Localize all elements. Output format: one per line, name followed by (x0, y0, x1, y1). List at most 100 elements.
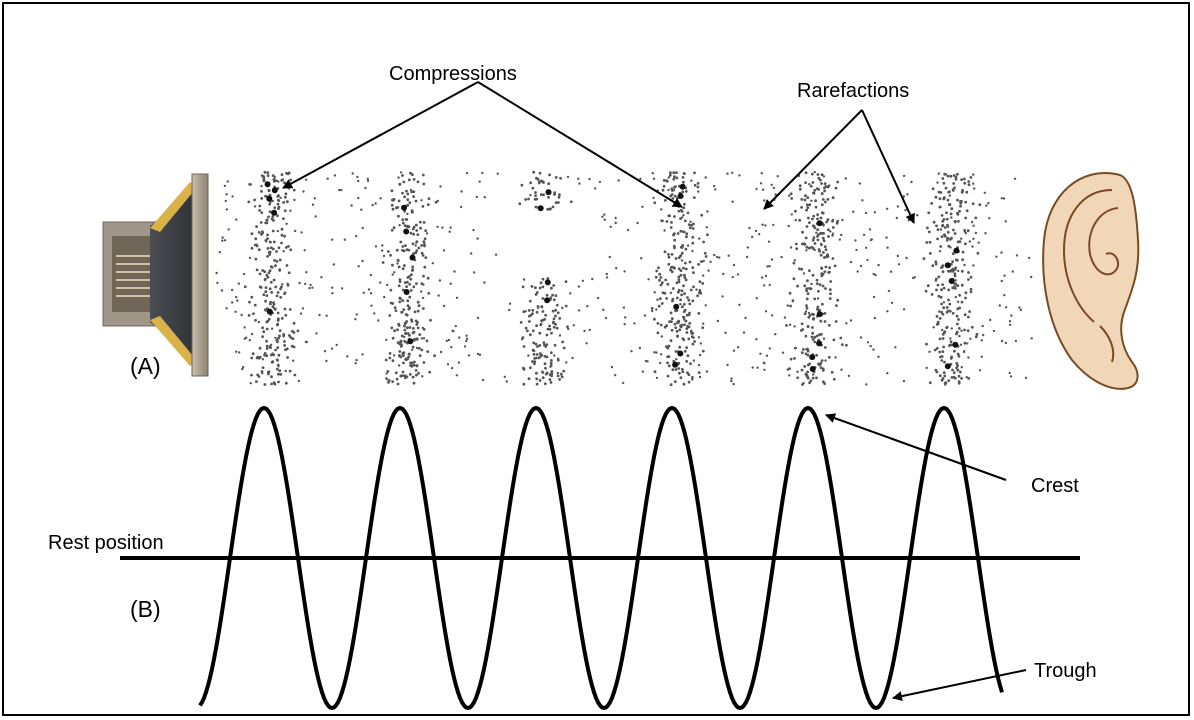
air-particle (940, 355, 944, 358)
air-particle (391, 198, 394, 202)
air-particle (811, 181, 815, 184)
air-particle (959, 200, 962, 203)
air-particle (681, 190, 685, 194)
air-particle (940, 288, 943, 292)
air-particle (966, 329, 970, 333)
air-particle (560, 375, 564, 379)
air-particle (808, 203, 812, 207)
air-particle (467, 354, 471, 357)
air-particle (957, 381, 961, 385)
air-particle (687, 337, 691, 341)
air-particle (839, 336, 843, 340)
air-particle (973, 187, 976, 190)
air-particle (751, 235, 754, 239)
air-particle (549, 351, 553, 355)
air-particle (679, 376, 683, 380)
air-particle (819, 332, 823, 336)
air-particle (247, 314, 251, 317)
air-particle (598, 180, 602, 184)
air-particle (424, 229, 428, 233)
air-particle (969, 275, 973, 279)
air-particle (683, 318, 686, 321)
air-particle (292, 321, 296, 325)
air-particle (816, 311, 823, 318)
air-particle (399, 171, 403, 174)
air-particle (268, 210, 272, 214)
air-particle (406, 280, 409, 284)
air-particle (950, 236, 953, 240)
air-particle (811, 238, 815, 242)
air-particle (939, 295, 943, 299)
air-particle (945, 306, 949, 309)
air-particle (553, 354, 556, 357)
air-particle (854, 239, 857, 242)
air-particle (954, 258, 958, 262)
air-particle (278, 369, 282, 373)
air-particle (665, 179, 668, 183)
air-particle (561, 340, 564, 344)
air-particle (381, 244, 384, 247)
air-particle (404, 244, 407, 248)
air-particle (286, 200, 289, 204)
air-particle (254, 237, 258, 241)
air-particle (823, 182, 827, 186)
air-particle (805, 208, 808, 212)
air-particle (226, 180, 229, 183)
air-particle (408, 352, 411, 356)
air-particle (702, 259, 705, 263)
air-particle (663, 229, 666, 232)
air-particle (964, 291, 968, 295)
air-particle (398, 278, 402, 281)
air-particle (243, 285, 247, 289)
air-particle (420, 290, 423, 293)
air-particle (653, 317, 656, 321)
air-particle (496, 172, 499, 175)
air-particle (956, 240, 960, 244)
air-particle (279, 196, 282, 199)
air-particle (803, 198, 807, 202)
air-particle (953, 247, 960, 254)
air-particle (716, 319, 720, 323)
air-particle (678, 345, 682, 349)
air-particle (412, 381, 416, 385)
air-particle (840, 368, 843, 371)
air-particle (967, 278, 970, 281)
air-particle (423, 242, 426, 246)
air-particle (421, 296, 425, 300)
air-particle (820, 182, 823, 185)
air-particle (653, 370, 657, 374)
air-particle (531, 308, 535, 312)
air-particle (672, 361, 679, 368)
air-particle (313, 197, 316, 200)
air-particle (686, 296, 689, 299)
air-particle (980, 355, 983, 358)
air-particle (280, 241, 283, 245)
air-particle (529, 181, 533, 185)
air-particle (407, 338, 414, 345)
air-particle (806, 196, 810, 200)
air-particle (287, 186, 291, 190)
air-particle (408, 373, 412, 376)
air-particle (675, 296, 679, 300)
air-particle (810, 335, 814, 339)
air-particle (382, 254, 386, 258)
air-particle (951, 286, 955, 290)
air-particle (1011, 270, 1014, 273)
air-particle (820, 272, 824, 275)
air-particle (835, 304, 838, 307)
air-particle (420, 282, 424, 286)
air-particle (623, 270, 626, 273)
air-particle (406, 332, 410, 335)
air-particle (890, 301, 894, 305)
air-particle (405, 326, 409, 330)
air-particle (849, 260, 853, 264)
air-particle (759, 352, 762, 355)
air-particle (279, 296, 283, 299)
air-particle (698, 375, 702, 379)
air-particle (260, 184, 263, 188)
air-particle (393, 271, 396, 274)
air-particle (815, 353, 818, 357)
air-particle (932, 326, 935, 329)
air-particle (221, 236, 224, 239)
air-particle (551, 309, 555, 313)
